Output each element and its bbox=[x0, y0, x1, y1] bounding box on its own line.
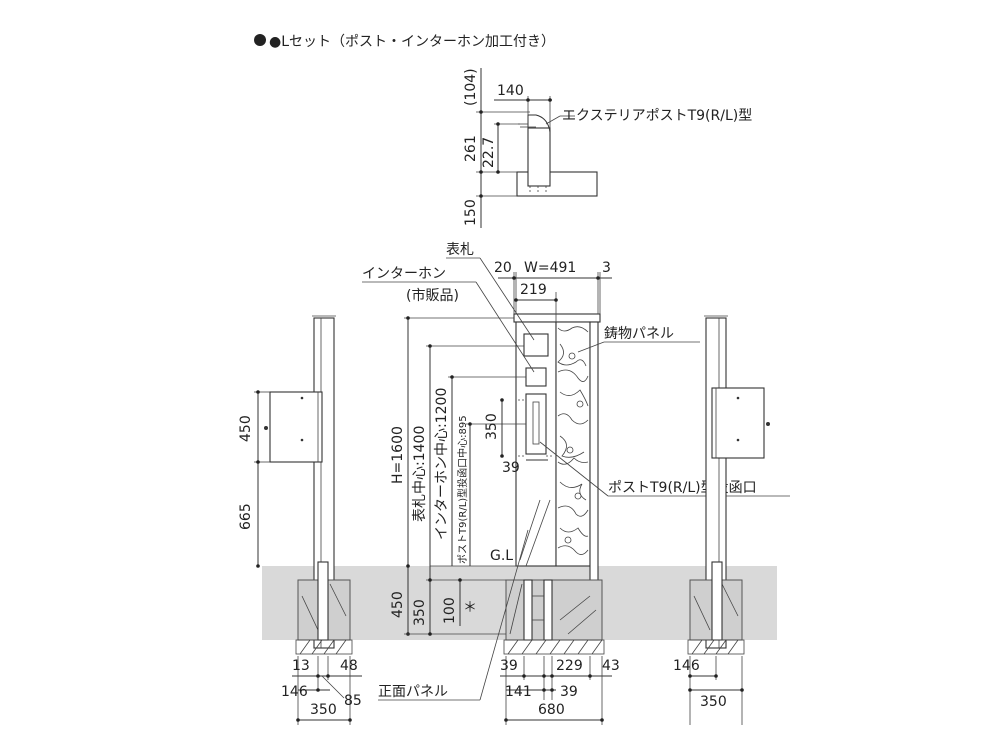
front-dim-100-base: 100 bbox=[442, 597, 458, 624]
left-dim-85: 85 bbox=[344, 693, 362, 709]
left-dim-450: 450 bbox=[238, 415, 254, 442]
name-plate bbox=[523, 333, 549, 357]
top-dim-104: (104) bbox=[463, 68, 479, 106]
front-dim-229: 229 bbox=[556, 658, 583, 674]
front-dim-w: W=491 bbox=[524, 260, 576, 276]
right-mailbox bbox=[711, 387, 765, 459]
top-post-label: エクステリアポストT9(R/L)型 bbox=[562, 108, 752, 124]
front-dim-43: 43 bbox=[602, 658, 620, 674]
top-dim-140: 140 bbox=[497, 83, 524, 99]
front-dim-20: 20 bbox=[494, 260, 512, 276]
label-hyousatsu: 表札 bbox=[446, 242, 474, 258]
front-dim-350-base: 350 bbox=[412, 599, 428, 626]
right-dim-146: 146 bbox=[673, 658, 700, 674]
front-dim-39-slot: 39 bbox=[502, 460, 520, 476]
front-dim-39-a: 39 bbox=[500, 658, 518, 674]
front-asterisk: ＊ bbox=[463, 600, 477, 616]
label-intercom: インターホン bbox=[362, 266, 446, 282]
label-front-panel: 正面パネル bbox=[378, 684, 448, 700]
post-slot bbox=[525, 393, 547, 455]
left-view: 450 665 13 48 146 85 350 bbox=[238, 315, 362, 725]
bullet-icon bbox=[254, 34, 266, 46]
front-dim-h: H=1600 bbox=[390, 426, 406, 484]
front-dim-350-slot: 350 bbox=[484, 413, 500, 440]
left-dim-146: 146 bbox=[281, 684, 308, 700]
casting-pattern bbox=[557, 326, 589, 555]
right-view: 146 350 bbox=[673, 315, 770, 725]
front-dim-141: 141 bbox=[505, 684, 532, 700]
top-dim-150: 150 bbox=[463, 199, 479, 226]
front-dim-39-b: 39 bbox=[560, 684, 578, 700]
left-dim-350: 350 bbox=[310, 702, 337, 718]
intercom-box bbox=[525, 367, 547, 387]
left-dim-13: 13 bbox=[292, 658, 310, 674]
front-dim-intercom-center: インターホン中心:1200 bbox=[434, 388, 450, 540]
top-post-body bbox=[527, 127, 551, 187]
left-dim-48: 48 bbox=[340, 658, 358, 674]
top-view: (104) 261 22.7 150 140 エクステリアポストT9(R/L)型 bbox=[463, 68, 752, 228]
top-dim-22-7: 22.7 bbox=[481, 137, 497, 168]
front-dim-slot-center: ポストT9(R/L)型投函口中心:895 bbox=[456, 415, 469, 564]
right-dim-350: 350 bbox=[700, 694, 727, 710]
label-intercom-sub: (市販品) bbox=[406, 287, 459, 304]
left-dim-665: 665 bbox=[238, 503, 254, 530]
label-post-slot: ポストT9(R/L)型投函口 bbox=[608, 480, 757, 496]
gl-label: G.L bbox=[490, 548, 513, 564]
label-casting-panel: 鋳物パネル bbox=[604, 325, 674, 342]
front-base bbox=[505, 579, 603, 641]
front-dim-680: 680 bbox=[538, 702, 565, 718]
front-dim-219: 219 bbox=[520, 282, 547, 298]
front-dim-3: 3 bbox=[602, 260, 611, 276]
front-dim-hyousatsu-center: 表札中心:1400 bbox=[412, 426, 428, 522]
top-post-lid bbox=[527, 114, 551, 133]
left-mailbox bbox=[269, 391, 323, 463]
diagram-title: ●Lセット（ポスト・インターホン加工付き） bbox=[269, 34, 555, 50]
top-dim-261: 261 bbox=[463, 135, 479, 162]
front-dim-450-base: 450 bbox=[390, 591, 406, 618]
